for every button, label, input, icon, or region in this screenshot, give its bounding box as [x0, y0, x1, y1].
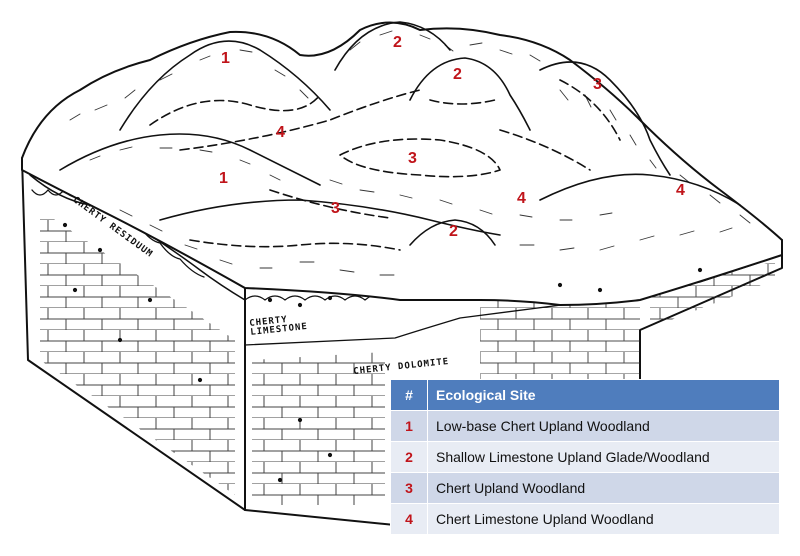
site-label-4-far-right: 4	[676, 182, 685, 199]
site-label-4-center-right: 4	[517, 190, 526, 207]
contour-knob-2	[429, 99, 496, 105]
site-label-1-back: 1	[221, 50, 230, 67]
ridge-front	[159, 199, 501, 236]
contour-front-lower	[189, 239, 401, 251]
legend-row-num: 3	[390, 472, 428, 504]
contour-hill-1	[149, 94, 321, 126]
site-label-4-saddle: 4	[276, 124, 285, 141]
chert-specks	[62, 222, 703, 483]
contour-ridge-3	[559, 79, 621, 141]
limestone-contact-front	[244, 293, 390, 301]
hill-2-top	[334, 21, 451, 71]
legend-header-row: # Ecological Site	[390, 379, 780, 411]
site-label-2-center: 2	[453, 66, 462, 83]
site-label-3-front: 3	[331, 200, 340, 217]
contour-slope-right	[499, 129, 591, 171]
hachure-marks	[69, 30, 751, 276]
site-label-3-center: 3	[408, 150, 417, 167]
contour-saddle	[179, 89, 421, 151]
site-label-2-front: 2	[449, 223, 458, 240]
hill-1-front	[59, 133, 321, 186]
legend-row-num: 2	[390, 441, 428, 473]
legend-row: 1 Low-base Chert Upland Woodland	[390, 410, 780, 442]
legend-row-site: Chert Upland Woodland	[427, 472, 780, 504]
hill-1-back	[119, 40, 331, 131]
site-label-1-front: 1	[219, 170, 228, 187]
slope-right	[539, 173, 741, 206]
ecological-site-legend: # Ecological Site 1 Low-base Chert Uplan…	[390, 379, 780, 535]
site-label-2-top: 2	[393, 34, 402, 51]
legend-row: 2 Shallow Limestone Upland Glade/Woodlan…	[390, 441, 780, 473]
top-surface-outline	[21, 21, 783, 306]
knob-2-center	[409, 57, 531, 131]
front-face-bricks-right	[480, 290, 640, 390]
legend-row-site: Low-base Chert Upland Woodland	[427, 410, 780, 442]
legend-header-num: #	[390, 379, 428, 411]
right-face-bricks	[650, 262, 775, 328]
contour-3-center	[339, 138, 501, 178]
legend-row: 3 Chert Upland Woodland	[390, 472, 780, 504]
legend-row: 4 Chert Limestone Upland Woodland	[390, 503, 780, 535]
site-label-3-right: 3	[593, 76, 602, 93]
dolomite-contact-front	[244, 254, 783, 346]
contour-3-front	[269, 189, 391, 219]
ridge-3-right	[539, 61, 671, 176]
knob-2-front	[409, 219, 496, 246]
legend-header-site: Ecological Site	[427, 379, 780, 411]
legend-row-num: 4	[390, 503, 428, 535]
legend-row-num: 1	[390, 410, 428, 442]
legend-row-site: Shallow Limestone Upland Glade/Woodland	[427, 441, 780, 473]
legend-row-site: Chert Limestone Upland Woodland	[427, 503, 780, 535]
left-face-bricks	[40, 210, 235, 495]
front-face-bricks	[252, 352, 385, 505]
